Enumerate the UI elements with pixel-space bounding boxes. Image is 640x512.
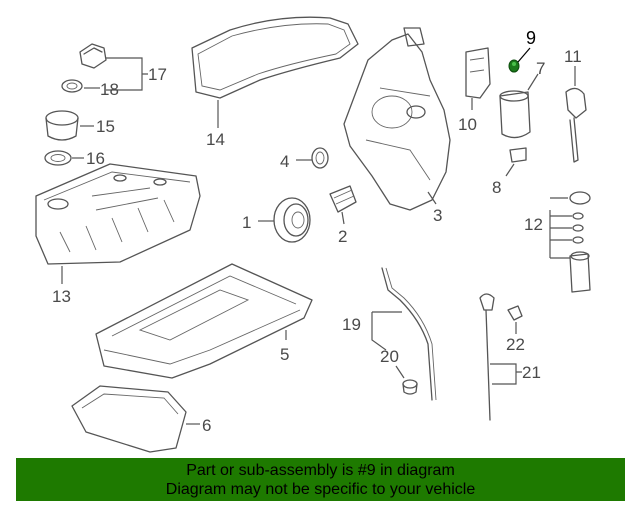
callout-18: 18: [100, 80, 119, 99]
part-seal-20[interactable]: [402, 379, 418, 395]
callout-1: 1: [242, 213, 251, 232]
part-seal-4[interactable]: [311, 147, 329, 169]
banner-line-1: Part or sub-assembly is #9 in diagram: [186, 461, 455, 479]
callout-8: 8: [492, 178, 501, 197]
part-filter-kit-12[interactable]: [569, 191, 591, 293]
callout-16: 16: [86, 149, 105, 168]
part-seal-16[interactable]: [44, 150, 72, 166]
callout-13: 13: [52, 287, 71, 306]
part-dipstick-21[interactable]: [479, 293, 495, 421]
callout-12: 12: [524, 215, 543, 234]
info-banner: Part or sub-assembly is #9 in diagram Di…: [16, 458, 625, 501]
part-gasket-14[interactable]: [191, 16, 359, 99]
parts-diagram: 18 17 15 16 14 13 3: [35, 16, 591, 453]
part-oil-cap[interactable]: [79, 43, 107, 69]
callout-2: 2: [338, 227, 347, 246]
banner-line-2: Diagram may not be specific to your vehi…: [165, 480, 476, 498]
callout-15: 15: [96, 117, 115, 136]
part-seal-8[interactable]: [509, 147, 527, 163]
part-bracket-10[interactable]: [465, 47, 491, 99]
callout-7: 7: [536, 59, 545, 78]
callout-14: 14: [206, 130, 225, 149]
callout-17: 17: [148, 65, 167, 84]
callout-5: 5: [280, 345, 289, 364]
callout-21: 21: [522, 363, 541, 382]
part-oil-pan-5[interactable]: [95, 263, 313, 379]
part-9-highlighted[interactable]: [508, 59, 520, 73]
callout-20: 20: [380, 347, 399, 366]
callout-3: 3: [433, 206, 442, 225]
part-washer-22[interactable]: [507, 305, 523, 321]
part-dipstick-11[interactable]: [565, 87, 587, 163]
part-guide-tube-19[interactable]: [381, 267, 437, 401]
callout-6: 6: [202, 416, 211, 435]
callout-4: 4: [280, 152, 289, 171]
callout-22: 22: [506, 335, 525, 354]
callout-19: 19: [342, 315, 361, 334]
part-head-cover-13[interactable]: [35, 163, 201, 265]
part-lower-pan-6[interactable]: [71, 385, 187, 453]
part-tensioner-2[interactable]: [329, 185, 357, 213]
callout-10: 10: [458, 115, 477, 134]
callout-11: 11: [564, 47, 582, 66]
part-filler-neck-15[interactable]: [45, 110, 79, 141]
part-cap-seal-18[interactable]: [61, 79, 83, 93]
callout-9: 9: [526, 28, 536, 48]
part-filter-housing-7[interactable]: [499, 90, 531, 139]
part-timing-cover-3[interactable]: [343, 27, 451, 211]
part-pulley-1[interactable]: [273, 197, 311, 243]
